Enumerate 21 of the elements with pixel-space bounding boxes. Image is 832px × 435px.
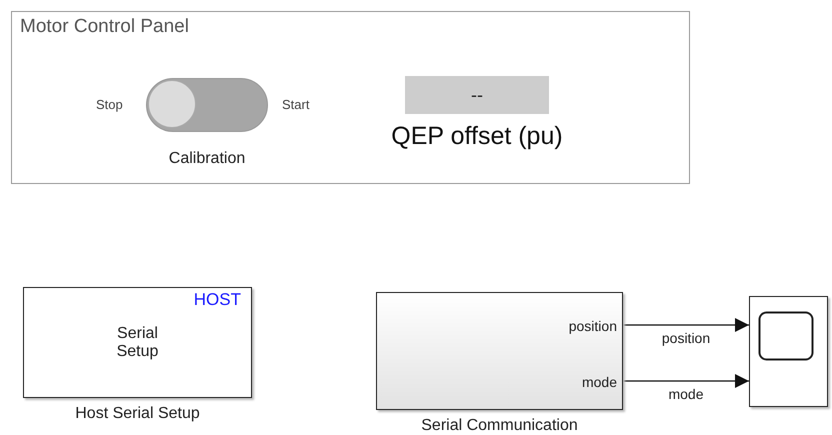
signal-arrow xyxy=(623,374,749,388)
toggle-switch xyxy=(146,78,268,132)
switch-label: Stop xyxy=(96,97,123,112)
scope-block xyxy=(749,296,828,407)
panel-title: Motor Control Panel xyxy=(20,16,189,38)
edge-label: mode xyxy=(668,386,704,402)
signal-arrow xyxy=(623,318,749,332)
panel-frame xyxy=(11,11,690,184)
block-caption: Serial Communication xyxy=(421,417,578,435)
switch-label: Start xyxy=(282,97,310,112)
port-label: mode xyxy=(582,374,617,390)
switch-caption: Calibration xyxy=(168,150,246,168)
edge-label: position xyxy=(662,330,710,346)
value-display: -- xyxy=(405,76,549,114)
port-label: position xyxy=(568,318,617,334)
block-caption: Host Serial Setup xyxy=(75,405,200,423)
block-tag: HOST xyxy=(194,290,241,310)
block-text: Serial Setup xyxy=(116,324,160,360)
setup-block xyxy=(23,287,252,398)
display-label: QEP offset (pu) xyxy=(391,122,563,151)
subsystem-block xyxy=(376,292,623,410)
